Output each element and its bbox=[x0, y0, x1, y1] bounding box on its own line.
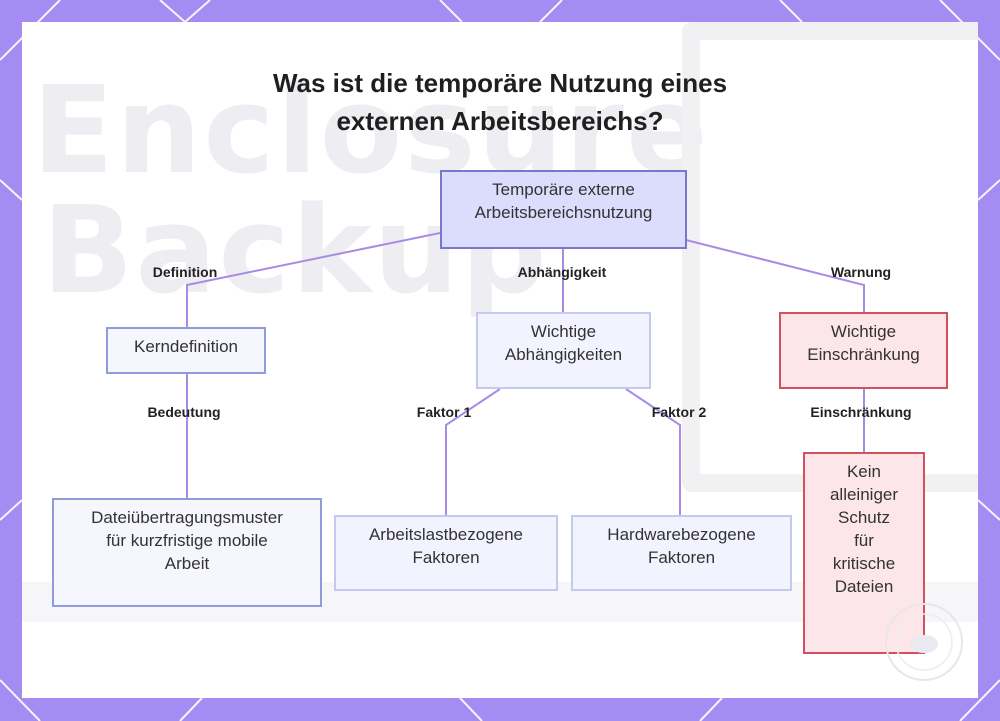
watermark-stamp-icon bbox=[885, 603, 963, 681]
edge-definition bbox=[186, 232, 441, 327]
edge-faktor2 bbox=[625, 388, 681, 515]
edge-label-faktor1: Faktor 1 bbox=[416, 404, 472, 420]
edge-label-warnung: Warnung bbox=[830, 264, 892, 280]
edge-faktor1 bbox=[445, 388, 501, 515]
edge-warnung bbox=[685, 239, 865, 312]
edge-label-definition: Definition bbox=[152, 264, 218, 280]
edge-label-faktor2: Faktor 2 bbox=[651, 404, 707, 420]
edge-label-einschraenkung: Einschränkung bbox=[810, 404, 912, 420]
edge-label-bedeutung: Bedeutung bbox=[147, 404, 221, 420]
title-line-2: externen Arbeitsbereichs? bbox=[336, 106, 664, 136]
title-line-1: Was ist die temporäre Nutzung eines bbox=[272, 68, 728, 98]
node-kerndefinition: Kerndefinition bbox=[106, 327, 266, 374]
edge-label-abhaengigkeit: Abhängigkeit bbox=[517, 264, 607, 280]
diagram-title: Was ist die temporäre Nutzung eines exte… bbox=[200, 64, 800, 140]
